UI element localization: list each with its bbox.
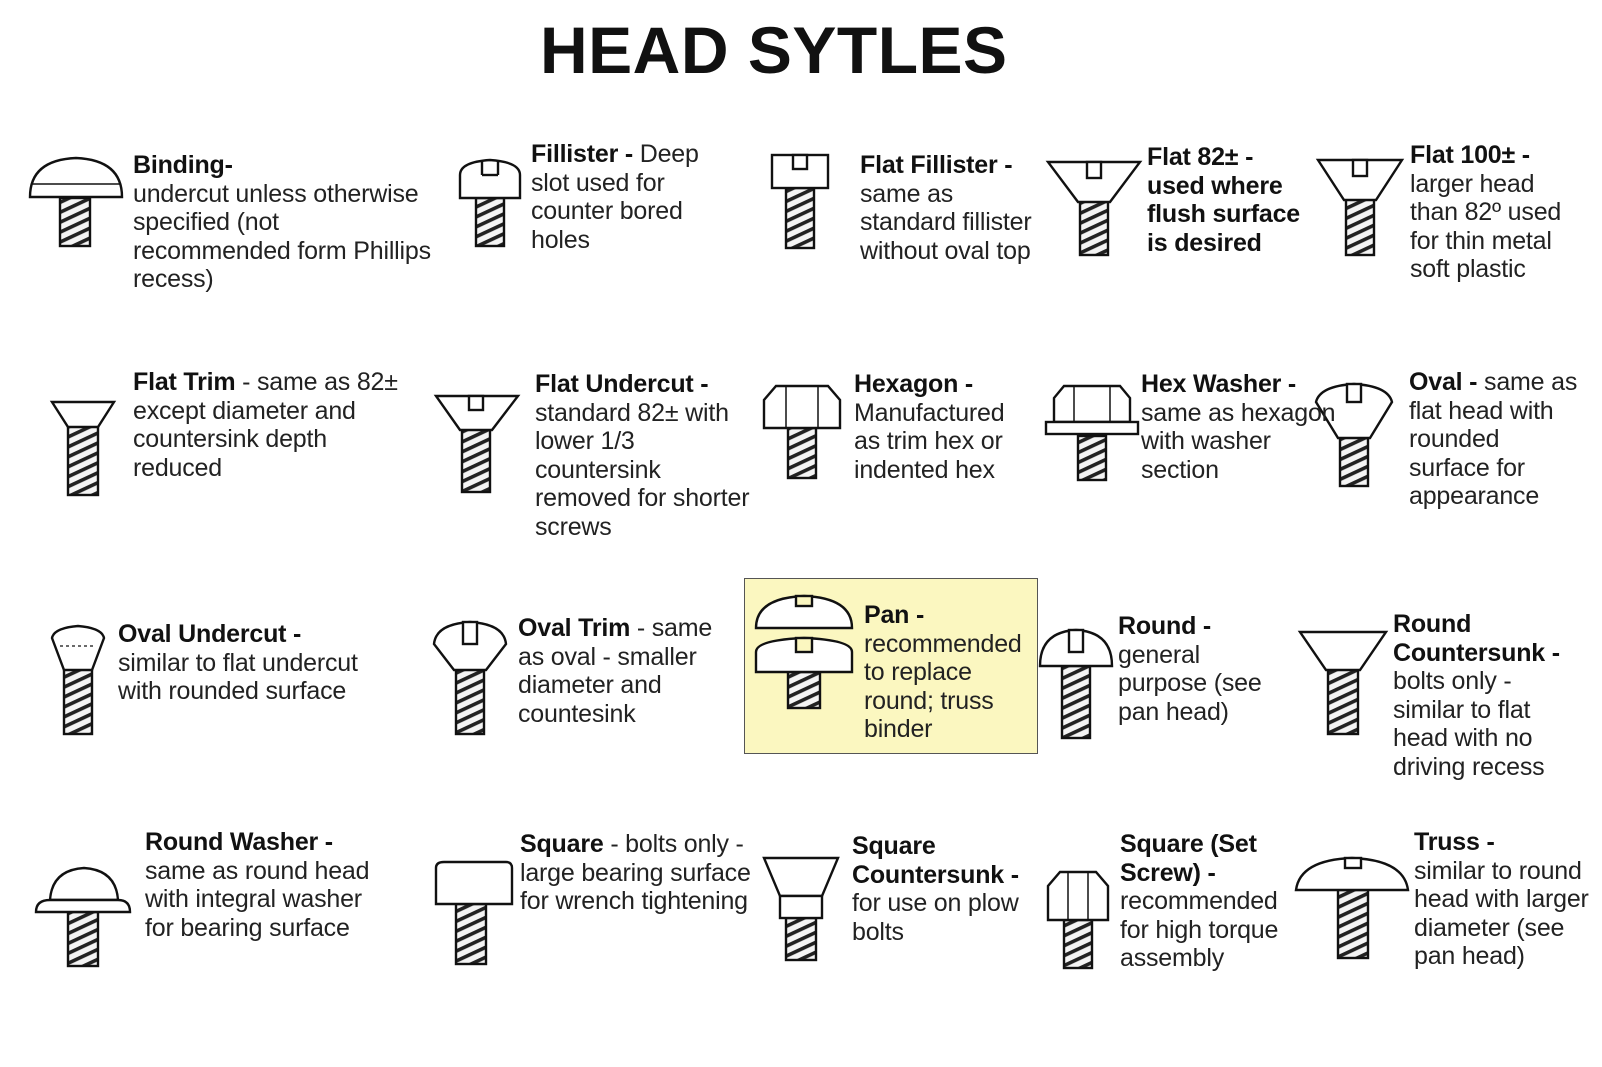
page-title: HEAD SYTLES bbox=[540, 13, 1008, 87]
head-flat-82-name: Flat 82± - bbox=[1147, 143, 1254, 171]
head-oval-desc: same as flat head with rounded surface f… bbox=[1409, 368, 1578, 510]
head-pan-name: Pan - bbox=[864, 601, 925, 629]
head-flat-82: Flat 82± - used where flush surface is d… bbox=[1147, 143, 1327, 257]
head-round-washer-desc: same as round head with integral washer … bbox=[145, 856, 370, 942]
head-truss-name: Truss - bbox=[1414, 828, 1495, 856]
flat-undercut-head-icon bbox=[433, 394, 521, 494]
head-round-countersunk-name: Round Countersunk - bbox=[1393, 610, 1560, 667]
head-square-countersunk-desc: for use on plow bolts bbox=[852, 889, 1019, 946]
head-fillister: Fillister - Deep slot used for counter b… bbox=[531, 140, 731, 254]
round-washer-head-icon bbox=[34, 866, 132, 968]
head-oval-undercut-name: Oval Undercut - bbox=[118, 620, 302, 648]
head-truss-desc: similar to round head with larger diamet… bbox=[1414, 856, 1589, 971]
oval-trim-head-icon bbox=[432, 620, 508, 736]
flat-100-head-icon bbox=[1315, 158, 1405, 257]
head-oval-undercut-desc: similar to flat undercut with rounded su… bbox=[118, 648, 358, 706]
head-square-countersunk-name: Square Countersunk - bbox=[852, 832, 1019, 889]
head-hexagon-desc: Manufactured as trim hex or indented hex bbox=[854, 398, 1005, 484]
head-flat-100-desc: larger head than 82º used for thin metal… bbox=[1410, 169, 1562, 284]
head-square: Square - bolts only - large bearing surf… bbox=[520, 830, 752, 916]
head-flat-trim-desc: - same as 82± except diameter and counte… bbox=[133, 368, 398, 482]
head-flat-trim: Flat Trim - same as 82± except diameter … bbox=[133, 368, 411, 482]
head-oval-trim-name: Oval Trim bbox=[518, 614, 631, 642]
head-round-countersunk-desc: bolts only - similar to flat head with n… bbox=[1393, 667, 1545, 781]
head-square-set-screw-desc: recommended for high torque assembly bbox=[1120, 887, 1279, 972]
head-hexagon: Hexagon - Manufactured as trim hex or in… bbox=[854, 370, 1029, 484]
flat-fillister-head-icon bbox=[770, 153, 830, 250]
round-head-icon bbox=[1038, 628, 1114, 740]
head-round-desc: general purpose (see pan head) bbox=[1118, 640, 1262, 726]
square-set-screw-head-icon bbox=[1046, 870, 1110, 970]
head-hex-washer-desc: same as hexagon with washer section bbox=[1141, 398, 1336, 484]
head-flat-trim-name: Flat Trim bbox=[133, 368, 236, 396]
head-round-washer-name: Round Washer - bbox=[145, 828, 333, 856]
head-flat-fillister: Flat Fillister - same as standard fillis… bbox=[860, 151, 1045, 265]
head-round-name: Round - bbox=[1118, 612, 1212, 640]
head-oval-name: Oval - bbox=[1409, 368, 1478, 396]
head-square-name: Square bbox=[520, 830, 604, 858]
fillister-head-icon bbox=[458, 158, 522, 248]
head-flat-undercut: Flat Undercut - standard 82± with lower … bbox=[535, 370, 751, 541]
head-flat-100: Flat 100± - larger head than 82º used fo… bbox=[1410, 141, 1575, 284]
round-countersunk-head-icon bbox=[1297, 630, 1389, 736]
head-flat-fillister-name: Flat Fillister - bbox=[860, 151, 1013, 179]
head-binding-desc: undercut unless otherwise specified (not… bbox=[133, 179, 431, 294]
head-pan-desc: recommended to replace round; truss bind… bbox=[864, 629, 1022, 744]
oval-head-icon bbox=[1314, 382, 1394, 488]
head-flat-undercut-name: Flat Undercut - bbox=[535, 370, 709, 398]
head-hex-washer-name: Hex Washer - bbox=[1141, 370, 1297, 398]
head-hex-washer: Hex Washer - same as hexagon with washer… bbox=[1141, 370, 1336, 484]
head-oval-trim: Oval Trim - same as oval - smaller diame… bbox=[518, 614, 740, 728]
head-flat-undercut-desc: standard 82± with lower 1/3 countersink … bbox=[535, 398, 750, 541]
head-round-washer: Round Washer - same as round head with i… bbox=[145, 828, 395, 942]
square-countersunk-head-icon bbox=[762, 856, 840, 962]
hexagon-head-icon bbox=[762, 384, 842, 480]
binding-head-icon bbox=[28, 156, 124, 248]
head-square-set-screw: Square (Set Screw) - recommended for hig… bbox=[1120, 830, 1302, 973]
head-fillister-desc: Deep slot used for counter bored holes bbox=[531, 140, 699, 254]
head-flat-82-desc: used where flush surface is desired bbox=[1147, 171, 1301, 257]
head-truss: Truss - similar to round head with large… bbox=[1414, 828, 1589, 971]
head-square-set-screw-name: Square (Set Screw) - bbox=[1120, 830, 1257, 887]
head-binding: Binding- undercut unless otherwise speci… bbox=[133, 151, 433, 294]
flat-trim-head-icon bbox=[49, 400, 117, 497]
head-flat-fillister-desc: same as standard fillister without oval … bbox=[860, 179, 1032, 265]
head-round: Round - general purpose (see pan head) bbox=[1118, 612, 1290, 726]
hex-washer-head-icon bbox=[1044, 384, 1140, 482]
head-oval-trim-desc: - same as oval - smaller diameter and co… bbox=[518, 614, 713, 728]
head-oval-undercut: Oval Undercut - similar to flat undercut… bbox=[118, 620, 398, 706]
head-fillister-name: Fillister - bbox=[531, 140, 633, 168]
pan-head-icon bbox=[754, 594, 854, 710]
head-square-desc: - bolts only - large bearing surface for… bbox=[520, 830, 751, 915]
square-head-icon bbox=[434, 860, 514, 966]
flat-82-head-icon bbox=[1045, 160, 1143, 257]
head-round-countersunk: Round Countersunk - bolts only - similar… bbox=[1393, 610, 1581, 781]
head-square-countersunk: Square Countersunk - for use on plow bol… bbox=[852, 832, 1042, 946]
oval-undercut-head-icon bbox=[50, 624, 106, 736]
head-pan: Pan - recommended to replace round; trus… bbox=[864, 601, 1036, 744]
truss-head-icon bbox=[1294, 856, 1410, 960]
head-hexagon-name: Hexagon - bbox=[854, 370, 974, 398]
head-flat-100-name: Flat 100± - bbox=[1410, 141, 1530, 169]
head-binding-name: Binding- bbox=[133, 151, 233, 179]
head-oval: Oval - same as flat head with rounded su… bbox=[1409, 368, 1585, 511]
